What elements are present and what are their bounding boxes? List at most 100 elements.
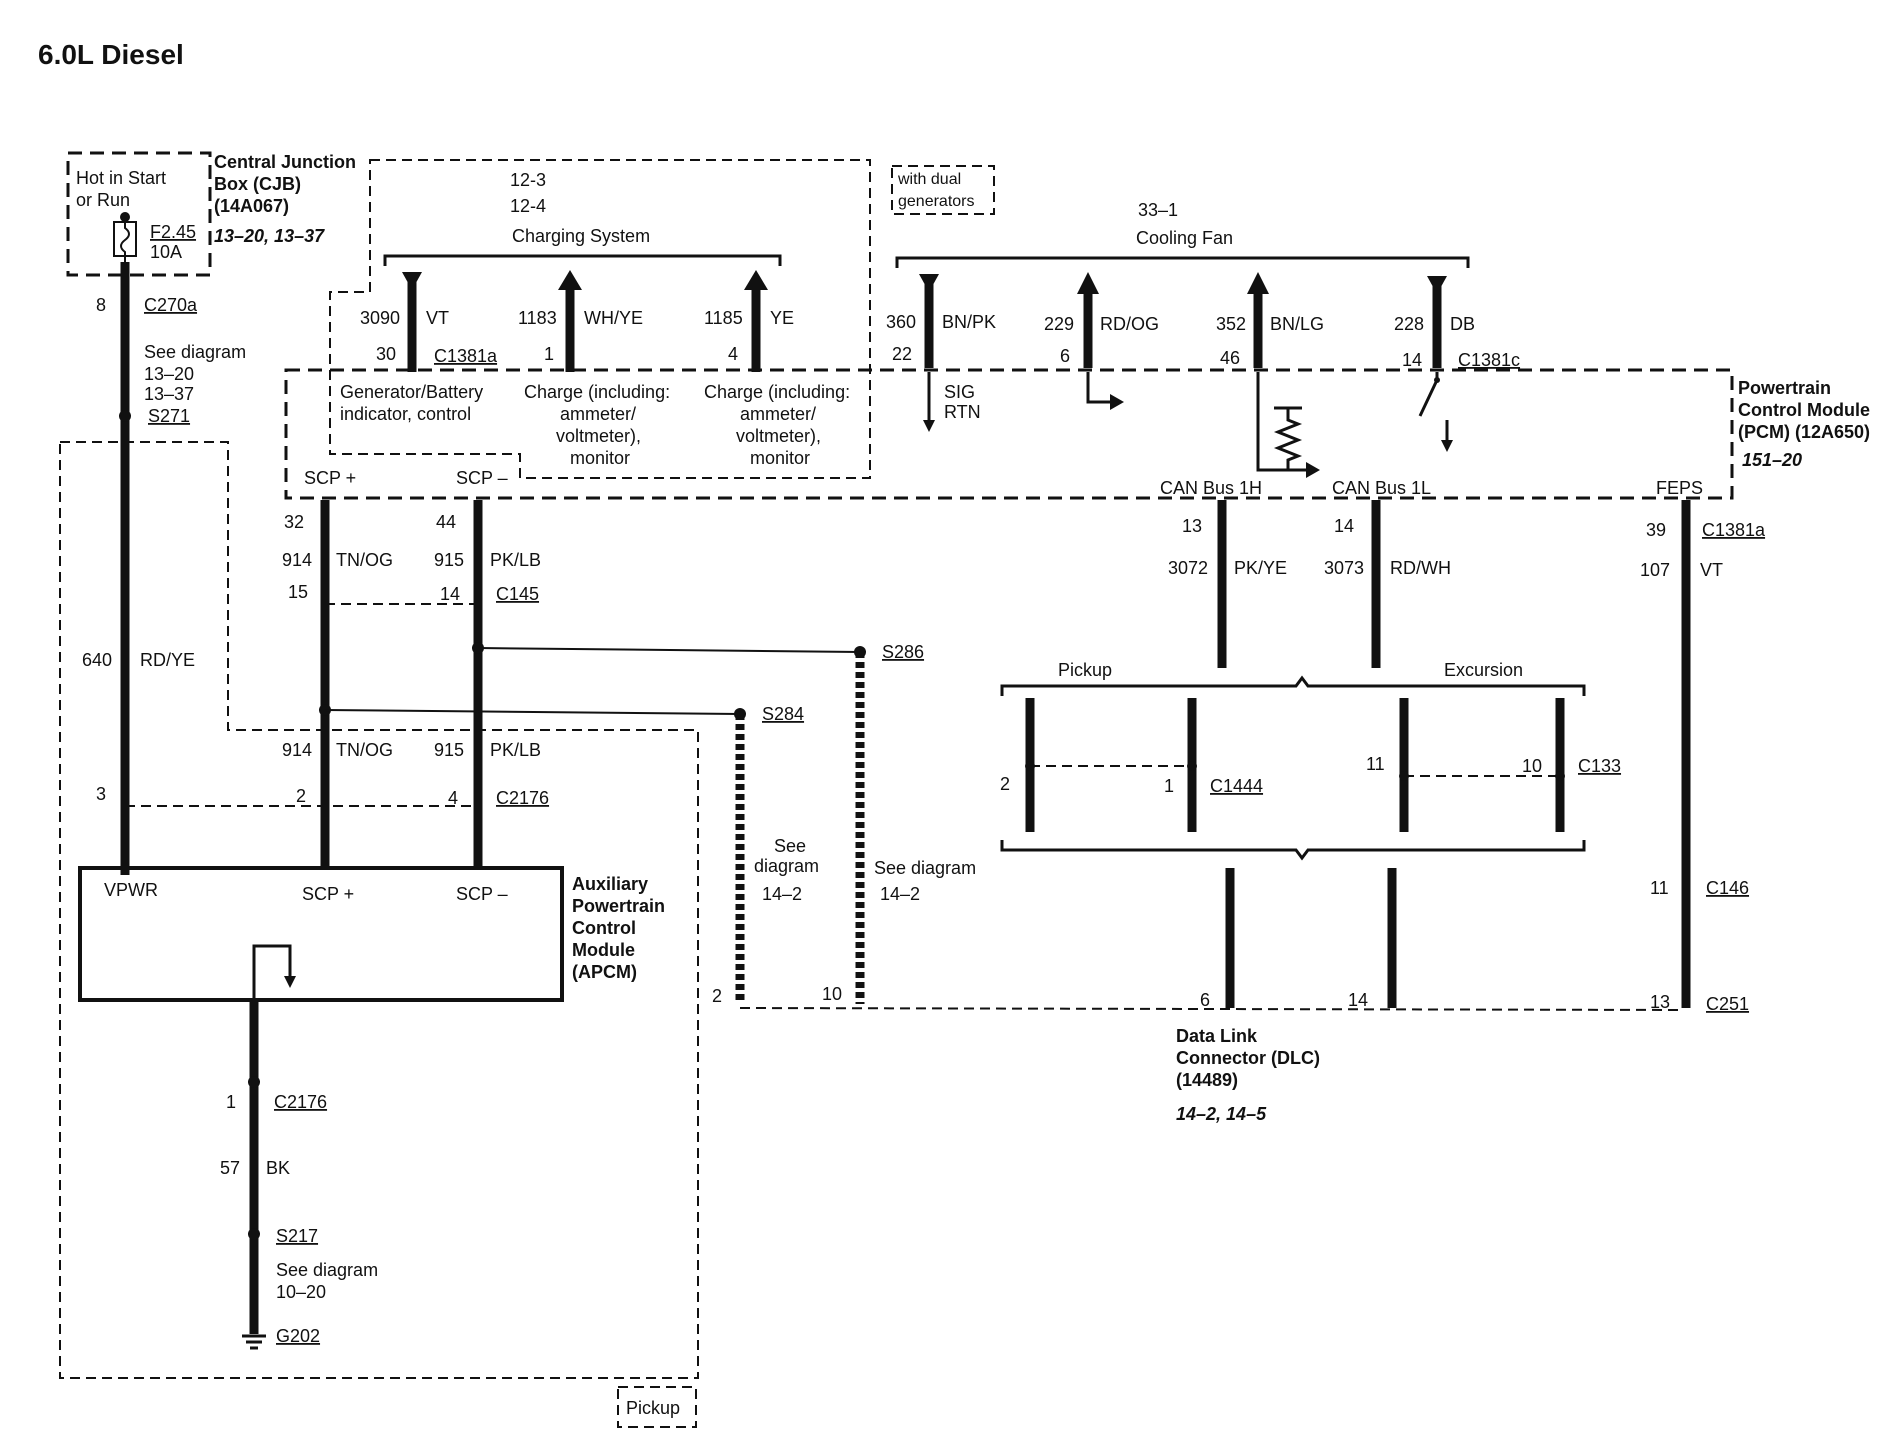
wire-3090-color: VT	[426, 308, 449, 328]
dlc-dashed	[739, 1007, 1683, 1011]
can-excursion-label: Excursion	[1444, 660, 1523, 680]
splice-s217: S217	[276, 1226, 318, 1246]
dlc-name-2: Connector (DLC)	[1176, 1048, 1320, 1068]
apcm-name-2: Powertrain	[572, 896, 665, 916]
desc-3090-2: indicator, control	[340, 404, 471, 424]
pin-11-c133: 11	[1366, 754, 1385, 774]
desc-1183-2: ammeter/	[560, 404, 636, 424]
desc-1183-1: Charge (including:	[524, 382, 670, 402]
desc-1185-1: Charge (including:	[704, 382, 850, 402]
fuse-icon	[113, 212, 137, 262]
pin-22: 22	[892, 344, 912, 364]
s284-link	[324, 709, 741, 715]
connector-c146: C146	[1706, 878, 1749, 898]
wire-229-num: 229	[1044, 314, 1074, 334]
connector-c270a: C270a	[144, 295, 198, 315]
wire-640-num: 640	[82, 650, 112, 670]
pin-15: 15	[288, 582, 308, 602]
see-s286: See diagram	[874, 858, 976, 878]
dlc-refs: 14–2, 14–5	[1176, 1104, 1267, 1124]
c133-connector	[1399, 698, 1565, 832]
cjb-name-1: Central Junction	[214, 152, 356, 172]
wire-914-num: 914	[282, 550, 312, 570]
pin-2-c2176: 2	[296, 786, 306, 806]
pin-32: 32	[284, 512, 304, 532]
pin-1-c2176: 1	[226, 1092, 236, 1112]
can-bottom-bracket	[1000, 840, 1586, 861]
wire-1185-color: YE	[770, 308, 794, 328]
connector-c2176-top: C2176	[496, 788, 549, 808]
pickup-region	[59, 441, 699, 1379]
wire-360-color: BN/PK	[942, 312, 996, 332]
ref-s284: 14–2	[762, 884, 802, 904]
charging-title: Charging System	[512, 226, 650, 246]
charging-dashed-region	[329, 159, 871, 479]
cjb-hot-label-1: Hot in Start	[76, 168, 166, 188]
rtn-label: RTN	[944, 402, 981, 422]
connector-c2176-bottom: C2176	[274, 1092, 327, 1112]
splice-s271-dot	[119, 410, 131, 422]
cjb-box	[66, 151, 212, 277]
wire-1183-color: WH/YE	[584, 308, 643, 328]
desc-1183-4: monitor	[570, 448, 630, 468]
desc-3090-1: Generator/Battery	[340, 382, 483, 402]
pcm-feps: FEPS	[1656, 478, 1703, 498]
pcm-name-2: Control Module	[1738, 400, 1870, 420]
fuse-rating: 10A	[150, 242, 182, 262]
wire-914-color: TN/OG	[336, 550, 393, 570]
splice-s286: S286	[882, 642, 924, 662]
cjb-hot-label-2: or Run	[76, 190, 130, 210]
pin-4-c2176: 4	[448, 788, 458, 808]
dual-gen-box	[891, 165, 995, 215]
see-s284-1: See	[774, 836, 806, 856]
wire-914-num-2: 914	[282, 740, 312, 760]
ref-10-20: 10–20	[276, 1282, 326, 1302]
pin-10-dlc: 10	[822, 984, 842, 1004]
connector-c1381a-feps: C1381a	[1702, 520, 1766, 540]
wire-1185-num: 1185	[704, 308, 743, 328]
apcm-name-3: Control	[572, 918, 636, 938]
splice-s271: S271	[148, 406, 190, 426]
diagram-title: 6.0L Diesel	[38, 39, 184, 70]
pin-10-c133: 10	[1522, 756, 1542, 776]
apcm-vpwr: VPWR	[104, 880, 158, 900]
charging-ref-2: 12-4	[510, 196, 546, 216]
pcm-can-h: CAN Bus 1H	[1160, 478, 1262, 498]
pin-46: 46	[1220, 348, 1240, 368]
apcm-scp-plus: SCP +	[302, 884, 354, 904]
pcm-name-3: (PCM) (12A650)	[1738, 422, 1870, 442]
pin-4-charge: 4	[728, 344, 738, 364]
wire-3073-color: RD/WH	[1390, 558, 1451, 578]
apcm-box	[78, 866, 564, 1002]
cjb-name-2: Box (CJB)	[214, 174, 301, 194]
cooling-bracket	[895, 256, 1470, 268]
apcm-name-5: (APCM)	[572, 962, 637, 982]
wire-3073-num: 3073	[1324, 558, 1364, 578]
pin-39: 39	[1646, 520, 1666, 540]
pin-13-can: 13	[1182, 516, 1202, 536]
wire-3072-num: 3072	[1168, 558, 1208, 578]
wire-352-color: BN/LG	[1270, 314, 1324, 334]
sig-label: SIG	[944, 382, 975, 402]
apcm-scp-minus: SCP –	[456, 884, 508, 904]
pickup-tag: Pickup	[626, 1398, 680, 1418]
see-diagram-left: See diagram	[144, 342, 246, 362]
pin-2-dlc: 2	[712, 986, 722, 1006]
pin-6: 6	[1060, 346, 1070, 366]
pin-11-c146: 11	[1650, 878, 1669, 898]
wire-352-num: 352	[1216, 314, 1246, 334]
see-diagram-ground: See diagram	[276, 1260, 378, 1280]
connector-c133: C133	[1578, 756, 1621, 776]
wire-57-color: BK	[266, 1158, 290, 1178]
connector-c1381c: C1381c	[1458, 350, 1520, 370]
pcm-name-1: Powertrain	[1738, 378, 1831, 398]
wire-228-color: DB	[1450, 314, 1475, 334]
wire-107-num: 107	[1640, 560, 1670, 580]
wire-229-color: RD/OG	[1100, 314, 1159, 334]
apcm-name-4: Module	[572, 940, 635, 960]
pin-8: 8	[96, 295, 106, 315]
pcm-can-l: CAN Bus 1L	[1332, 478, 1431, 498]
pcm-scp-plus: SCP +	[304, 468, 356, 488]
wire-915-color: PK/LB	[490, 550, 541, 570]
pin-1-charge: 1	[544, 344, 554, 364]
